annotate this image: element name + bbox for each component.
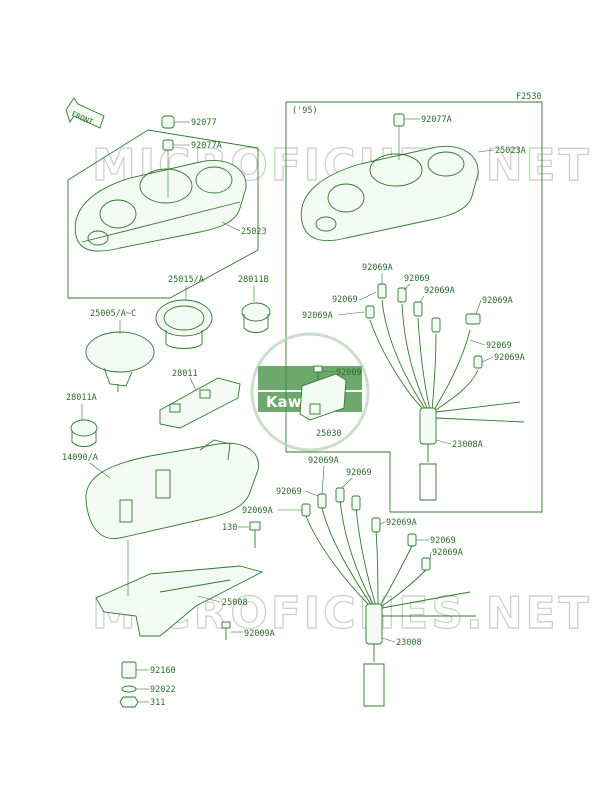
label-92077a: 92077A <box>191 141 222 151</box>
label-u-92069a-5: 92069A <box>494 353 525 363</box>
label-28011: 28011 <box>172 369 198 379</box>
label-u-92069a-1: 92069A <box>362 263 393 273</box>
grommet-92077a <box>162 139 174 151</box>
label-25023: 25023 <box>241 227 267 237</box>
harness-23008a <box>365 283 525 501</box>
label-l-92069a-1: 92069A <box>308 456 339 466</box>
label-28011a: 28011A <box>66 393 97 403</box>
washer-92022 <box>121 685 137 693</box>
bolt-130 <box>249 521 261 548</box>
label-92009a: 92009A <box>244 629 275 639</box>
gauge-25015 <box>155 299 213 349</box>
label-92077a-right: 92077A <box>421 115 452 125</box>
label-u-92069-2: 92069 <box>332 295 358 305</box>
sheet-code: F2530 <box>516 92 542 102</box>
label-25008: 25008 <box>222 598 248 608</box>
socket-28011b <box>241 302 271 333</box>
label-25005: 25005/A~C <box>90 309 136 319</box>
damper-92160 <box>121 661 137 679</box>
label-130: 130 <box>222 523 237 533</box>
label-l-92069a-3: 92069A <box>386 518 417 528</box>
label-l-92069-1: 92069 <box>346 468 372 478</box>
bracket-25008 <box>95 565 264 637</box>
harness-23008 <box>301 487 476 707</box>
speedometer-25005 <box>85 331 155 392</box>
variant-95-frame <box>285 101 543 513</box>
label-92009: 92009 <box>336 368 362 378</box>
label-u-92069a-2: 92069A <box>424 286 455 296</box>
unit-25030 <box>299 373 347 421</box>
label-28011b: 28011B <box>238 275 269 285</box>
grommet-92077a-right <box>393 113 405 127</box>
label-u-92069a-4: 92069A <box>482 296 513 306</box>
bolt-92009a <box>221 621 231 640</box>
front-arrow-icon: FRONT <box>65 97 105 129</box>
label-l-92069-2: 92069 <box>276 487 302 497</box>
meter-case-14090 <box>85 439 259 539</box>
label-u-92069-3: 92069 <box>486 341 512 351</box>
label-u-92069a-3: 92069A <box>302 311 333 321</box>
label-311: 311 <box>150 698 165 708</box>
label-l-92069a-4: 92069A <box>432 548 463 558</box>
variant-95-label: ('95) <box>292 106 318 116</box>
nut-311 <box>119 696 139 708</box>
grommet-92077 <box>161 115 175 129</box>
meter-cover-25023 <box>74 160 247 252</box>
label-l-92069-3: 92069 <box>430 536 456 546</box>
meter-cover-25023a <box>300 146 479 242</box>
label-14090: 14090/A <box>62 453 98 463</box>
label-92022: 92022 <box>150 685 176 695</box>
socket-28011a <box>70 419 98 447</box>
label-25023a: 25023A <box>495 146 526 156</box>
label-25015: 25015/A <box>168 275 204 285</box>
label-u-92069-1: 92069 <box>404 274 430 284</box>
label-25030: 25030 <box>316 429 342 439</box>
label-92077: 92077 <box>191 118 217 128</box>
label-23008: 23008 <box>396 638 422 648</box>
label-23008a: 23008A <box>452 440 483 450</box>
label-92160: 92160 <box>150 666 176 676</box>
cover-frame-outline <box>67 129 259 299</box>
socket-harness-28011 <box>159 377 241 429</box>
label-l-92069a-2: 92069A <box>242 506 273 516</box>
screw-92009 <box>313 365 323 380</box>
